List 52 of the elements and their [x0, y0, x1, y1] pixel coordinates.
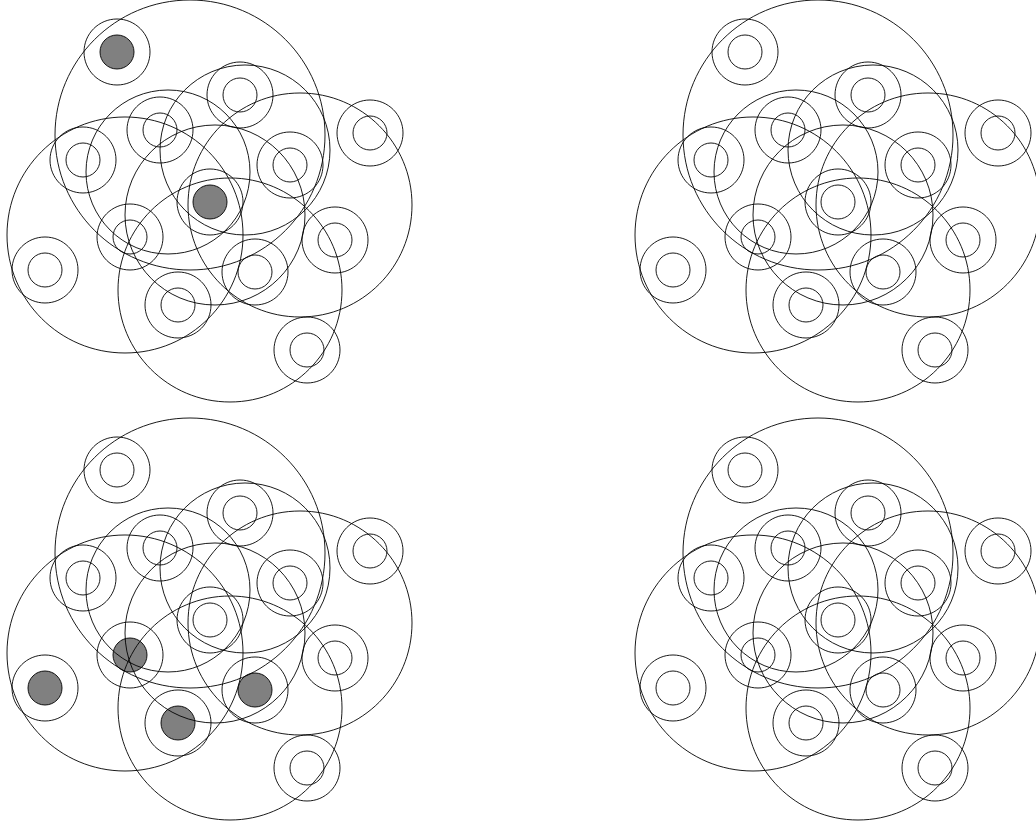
ring	[884, 131, 952, 199]
ring	[677, 544, 745, 612]
ring	[144, 271, 212, 339]
ring	[884, 549, 952, 617]
ring	[273, 734, 341, 802]
ring	[176, 586, 244, 654]
ring	[964, 99, 1032, 167]
ring	[273, 316, 341, 384]
ring	[849, 656, 917, 724]
ring	[754, 96, 822, 164]
ring	[126, 96, 194, 164]
ring	[126, 514, 194, 582]
ring	[834, 61, 902, 129]
ring	[206, 61, 274, 129]
ring	[336, 517, 404, 585]
ring	[772, 689, 840, 757]
ring	[724, 203, 792, 271]
ring	[754, 514, 822, 582]
ring	[256, 549, 324, 617]
ring	[804, 586, 872, 654]
ring	[96, 621, 164, 689]
ring	[96, 203, 164, 271]
ring	[677, 126, 745, 194]
ring	[301, 206, 369, 274]
ring	[176, 168, 244, 236]
ring	[834, 479, 902, 547]
ring	[301, 624, 369, 692]
ring	[83, 436, 151, 504]
ring	[221, 656, 289, 724]
ring	[711, 436, 779, 504]
ring	[144, 689, 212, 757]
ring	[639, 236, 707, 304]
ring	[639, 654, 707, 722]
ring	[256, 131, 324, 199]
ring	[336, 99, 404, 167]
ring	[11, 236, 79, 304]
ring	[929, 624, 997, 692]
ring	[849, 238, 917, 306]
ring	[724, 621, 792, 689]
ring	[711, 18, 779, 86]
ring	[206, 479, 274, 547]
ring	[49, 544, 117, 612]
ring	[11, 654, 79, 722]
ring	[83, 18, 151, 86]
ring	[901, 316, 969, 384]
ring	[49, 126, 117, 194]
ring	[221, 238, 289, 306]
ring	[772, 271, 840, 339]
ring	[964, 517, 1032, 585]
ring	[901, 734, 969, 802]
ring	[929, 206, 997, 274]
ring	[804, 168, 872, 236]
